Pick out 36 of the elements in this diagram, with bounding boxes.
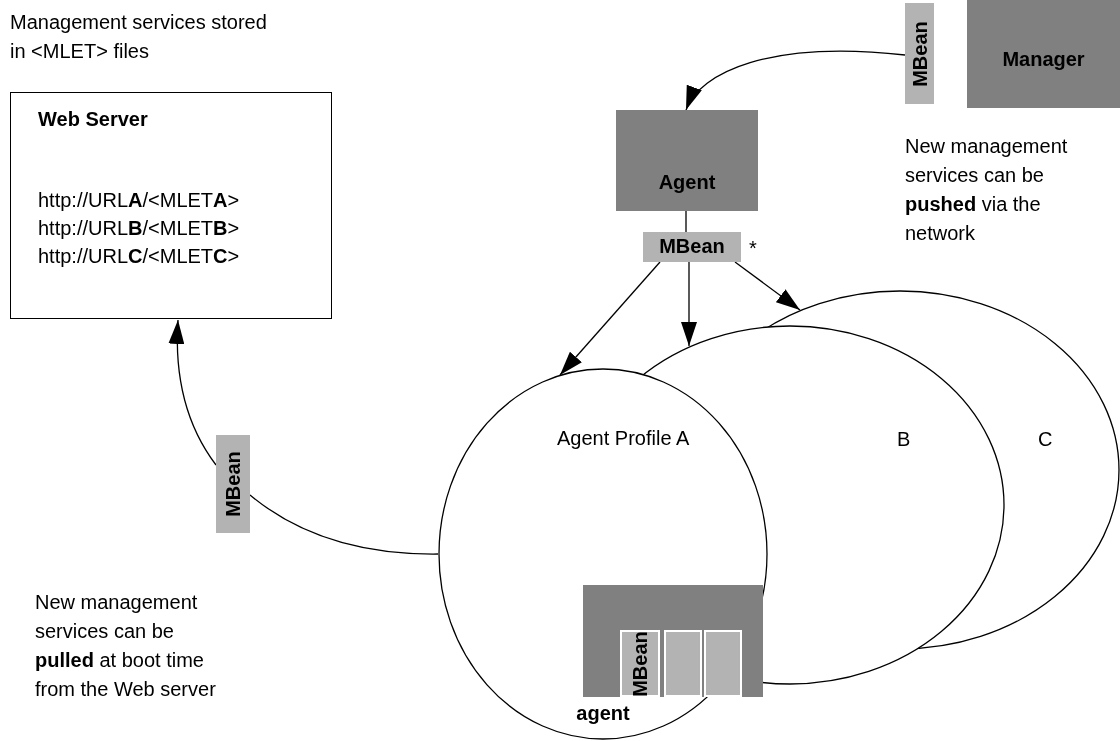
arrow xyxy=(681,261,697,347)
mbean-bar xyxy=(704,630,742,697)
box-title: Web Server xyxy=(38,107,148,131)
mbean-tag xyxy=(216,435,250,533)
mbean-tag xyxy=(905,3,934,104)
agent-container xyxy=(583,585,763,697)
footnote-mark: * xyxy=(749,236,757,260)
arrow xyxy=(559,261,661,376)
url-text: http://URLC/<MLETC> xyxy=(38,244,240,268)
url-text: http://URLB/<MLETB> xyxy=(38,216,240,240)
mbean-bar xyxy=(620,630,660,697)
arrow xyxy=(685,50,906,111)
mbean-tag xyxy=(643,232,741,262)
mbean-label: MBean xyxy=(909,20,930,87)
note-text: Management services stored in <MLET> files xyxy=(10,10,268,64)
box-title: Manager xyxy=(1002,47,1085,71)
ellipse-label: Agent Profile A xyxy=(557,426,690,450)
profile-ellipse xyxy=(438,368,768,740)
mbean-label: MBean xyxy=(223,451,243,517)
mbean-bar xyxy=(664,630,702,697)
connector-line xyxy=(685,210,687,233)
server-box xyxy=(10,92,332,319)
box-title: MBean xyxy=(659,234,725,258)
ellipse-label: B xyxy=(897,427,911,451)
arrow xyxy=(734,261,801,311)
connector-line xyxy=(249,494,439,555)
ellipse-label: C xyxy=(1038,427,1053,451)
agent-box xyxy=(616,110,758,211)
manager-box xyxy=(967,0,1120,108)
ellipse-label: agent xyxy=(576,701,630,725)
box-title: Agent xyxy=(658,170,716,194)
url-text: http://URLA/<MLETA> xyxy=(38,188,240,212)
note-text: New management services can be pulled at boot time from the Web server xyxy=(35,590,217,702)
note-text: New management services can be pushed via the network xyxy=(905,134,1069,246)
mbean-label: MBean xyxy=(630,630,650,697)
arrow xyxy=(169,319,217,466)
